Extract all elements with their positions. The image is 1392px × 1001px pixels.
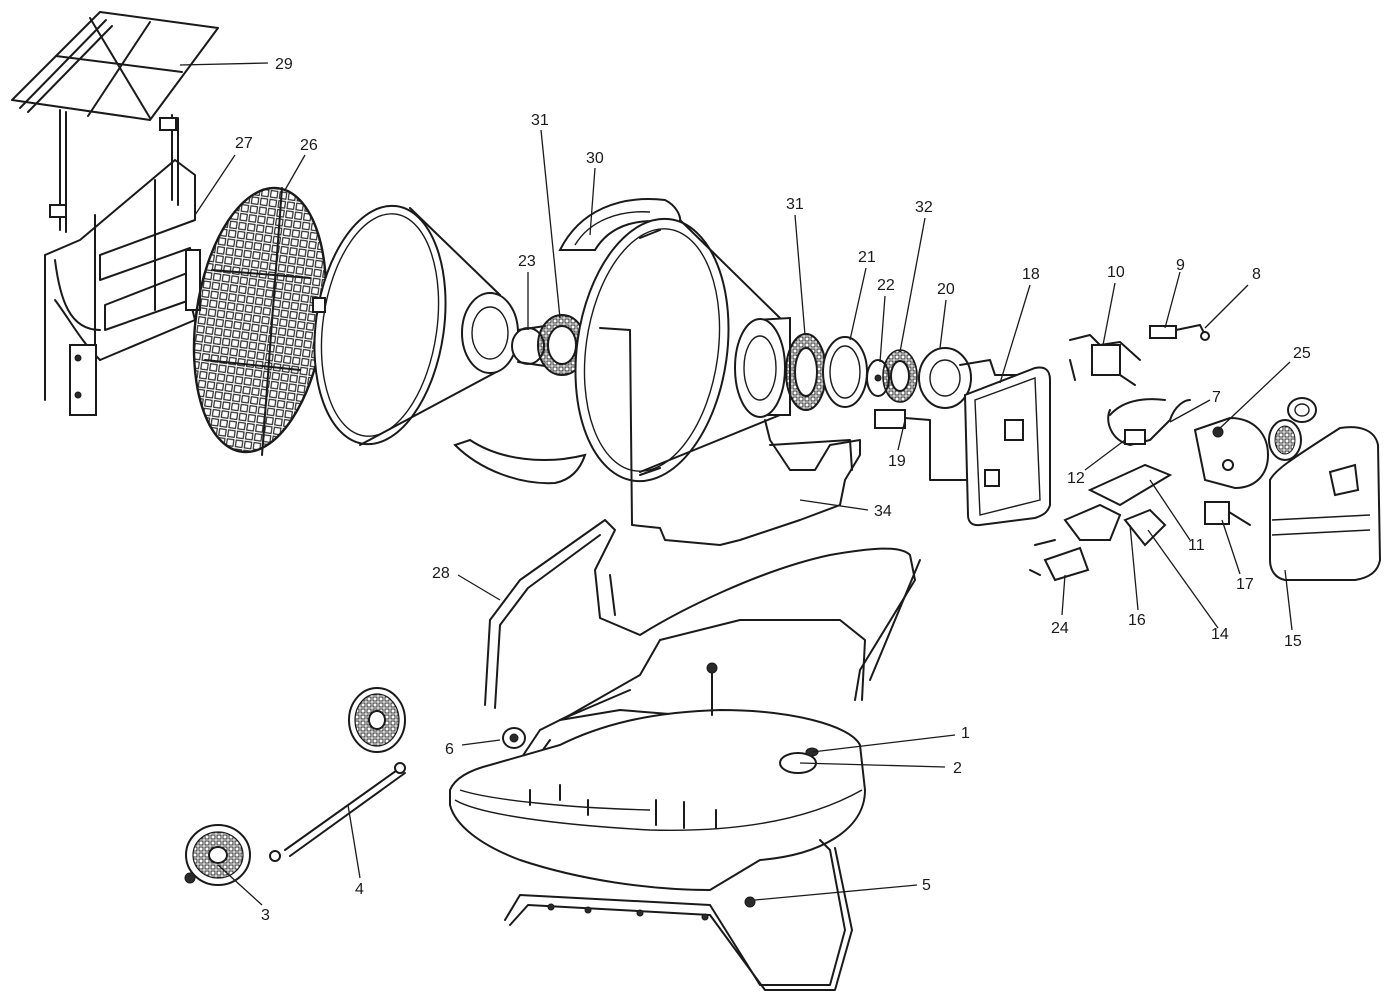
flange-ring bbox=[822, 336, 868, 408]
callout-9: 9 bbox=[1176, 257, 1185, 274]
callout-17: 17 bbox=[1236, 576, 1254, 593]
top-shield bbox=[558, 198, 682, 251]
callout-23: 23 bbox=[518, 253, 536, 270]
callout-7: 7 bbox=[1212, 389, 1221, 406]
fuel-tank bbox=[449, 662, 867, 892]
callout-31-left: 31 bbox=[531, 112, 549, 129]
callout-25: 25 bbox=[1293, 345, 1311, 362]
handle-frame bbox=[11, 11, 219, 233]
back-panel bbox=[963, 366, 1051, 527]
front-cone bbox=[312, 204, 519, 446]
base-frame bbox=[504, 839, 853, 991]
callout-32: 32 bbox=[915, 199, 933, 216]
callout-5: 5 bbox=[922, 877, 931, 894]
callout-18: 18 bbox=[1022, 266, 1040, 283]
callout-15: 15 bbox=[1284, 633, 1302, 650]
callout-11: 11 bbox=[1188, 537, 1205, 554]
wiring-harness bbox=[1107, 398, 1191, 446]
wheel-lower bbox=[184, 824, 251, 886]
callout-2: 2 bbox=[953, 760, 962, 777]
board-sub bbox=[1123, 508, 1167, 547]
gasket-small bbox=[882, 349, 918, 403]
back-cover bbox=[1269, 426, 1382, 581]
motor bbox=[918, 347, 1021, 409]
callout-16: 16 bbox=[1128, 612, 1146, 629]
control-board bbox=[1063, 463, 1173, 541]
callout-21: 21 bbox=[858, 249, 876, 266]
callout-30: 30 bbox=[586, 150, 604, 167]
callout-12: 12 bbox=[1067, 470, 1085, 487]
callout-27: 27 bbox=[235, 135, 253, 152]
callout-1: 1 bbox=[961, 725, 970, 742]
callout-labels: 29 27 26 31 30 23 31 32 21 22 20 18 10 9… bbox=[235, 56, 1311, 924]
side-guard bbox=[44, 159, 201, 416]
callout-29: 29 bbox=[275, 56, 293, 73]
callout-6: 6 bbox=[445, 741, 454, 758]
drain-knob bbox=[502, 727, 526, 749]
switch bbox=[874, 409, 971, 481]
fan-housing bbox=[1193, 397, 1317, 490]
callout-22: 22 bbox=[877, 277, 895, 294]
photocell bbox=[1204, 501, 1251, 526]
callout-4: 4 bbox=[355, 881, 364, 898]
valve-assembly bbox=[1069, 324, 1210, 386]
gasket-right bbox=[785, 333, 827, 411]
callout-24: 24 bbox=[1051, 620, 1069, 637]
transformer bbox=[1029, 539, 1090, 582]
axle bbox=[269, 762, 406, 862]
callout-14: 14 bbox=[1211, 626, 1229, 643]
callout-3: 3 bbox=[261, 907, 270, 924]
callout-34: 34 bbox=[874, 503, 892, 520]
callout-19: 19 bbox=[888, 453, 906, 470]
bottom-shield bbox=[453, 438, 587, 485]
outer-cone bbox=[574, 217, 791, 483]
gasket-left bbox=[537, 314, 587, 376]
leader-lines bbox=[179, 62, 1293, 906]
wheel-upper bbox=[348, 687, 406, 753]
callout-31-right: 31 bbox=[786, 196, 804, 213]
callout-28: 28 bbox=[432, 565, 450, 582]
callout-26: 26 bbox=[300, 137, 318, 154]
callout-8: 8 bbox=[1252, 266, 1261, 283]
wire-bracket bbox=[599, 327, 861, 546]
callout-10: 10 bbox=[1107, 264, 1125, 281]
callout-20: 20 bbox=[937, 281, 955, 298]
